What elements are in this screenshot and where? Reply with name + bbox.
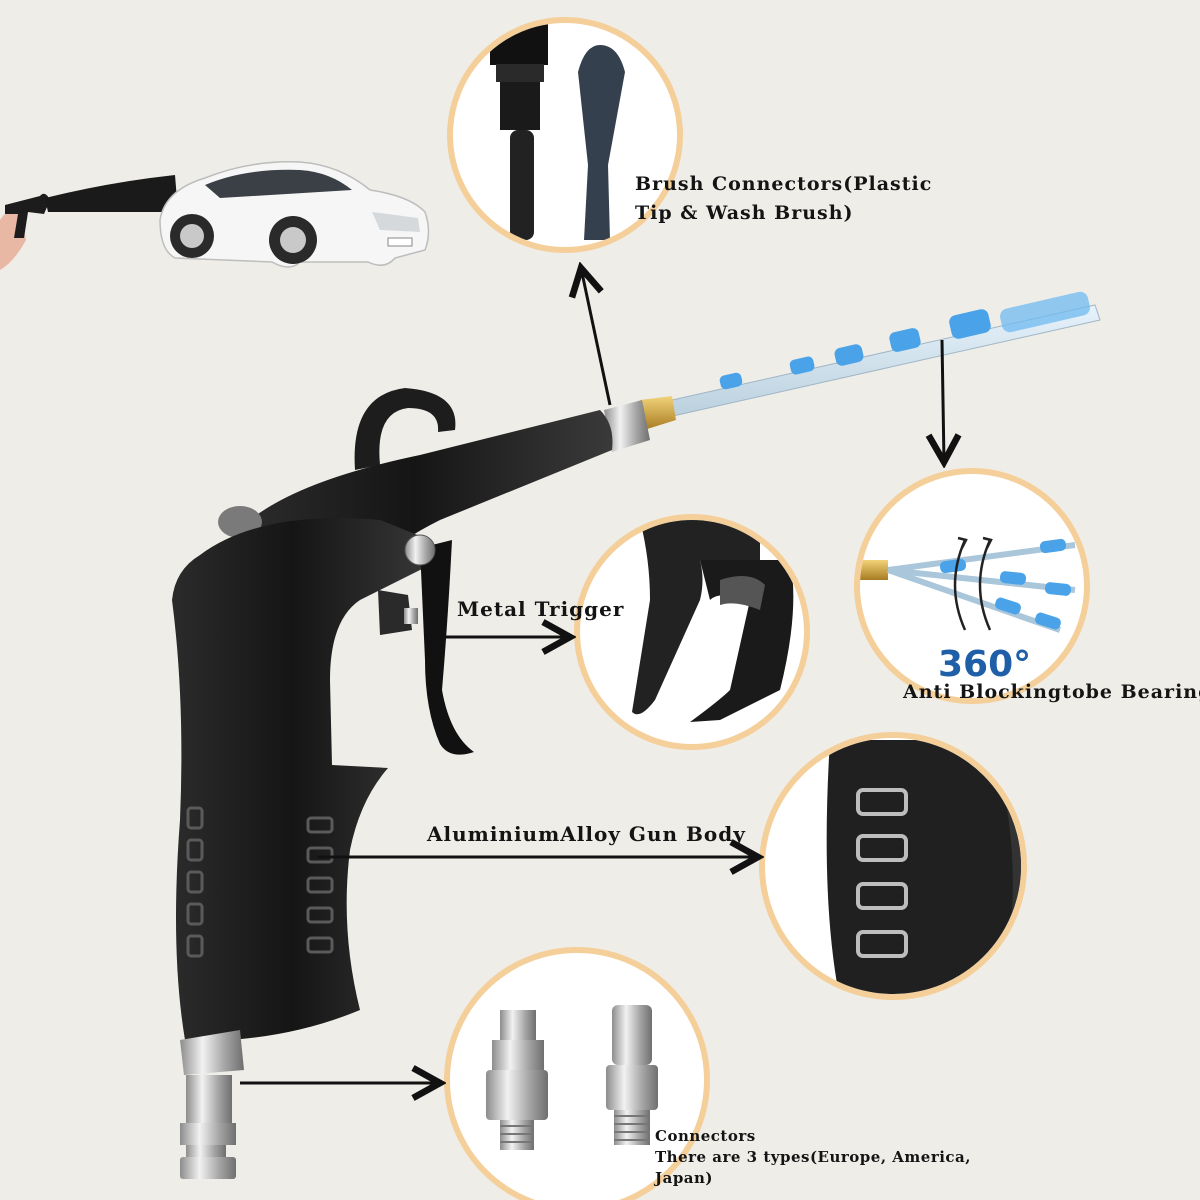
metal-trigger-detail <box>574 514 810 750</box>
connectors-label: Connectors There are 3 types(Europe, Ame… <box>655 1126 971 1189</box>
metal-trigger-label: Metal Trigger <box>457 597 625 621</box>
gun-body-label: AluminiumAlloy Gun Body <box>427 822 746 846</box>
air-gun-icon <box>172 291 1101 1179</box>
connectors-label-title: Connectors <box>655 1127 756 1145</box>
quick-connector-icon <box>180 1030 244 1179</box>
callout-arrows <box>240 268 944 1083</box>
extension-tube <box>649 291 1101 421</box>
brush-connectors-detail <box>447 17 683 253</box>
bearing-label: Anti Blockingtobe Bearing <box>903 681 1200 703</box>
arrow-bearing-stem <box>942 339 944 462</box>
quick-connector-icon <box>606 1005 658 1145</box>
arrow-brush <box>581 268 612 406</box>
connectors-label-line2: Japan) <box>655 1169 714 1187</box>
car-icon <box>0 161 430 270</box>
connectors-detail <box>444 947 710 1200</box>
rotation-icon <box>953 536 993 631</box>
connectors-label-line1: There are 3 types(Europe, America, <box>655 1148 971 1166</box>
quick-connector-icon <box>486 1010 548 1150</box>
brush-connectors-label-line1: Brush Connectors(Plastic <box>635 173 933 195</box>
degree-label: 360° <box>938 644 1031 685</box>
brush-connectors-label: Brush Connectors(Plastic Tip & Wash Brus… <box>635 170 932 228</box>
bearing-detail: 360° <box>854 468 1090 704</box>
brush-connectors-label-line2: Tip & Wash Brush) <box>635 202 854 224</box>
plastic-tip-icon <box>578 45 625 240</box>
gun-body-detail <box>759 732 1027 1000</box>
